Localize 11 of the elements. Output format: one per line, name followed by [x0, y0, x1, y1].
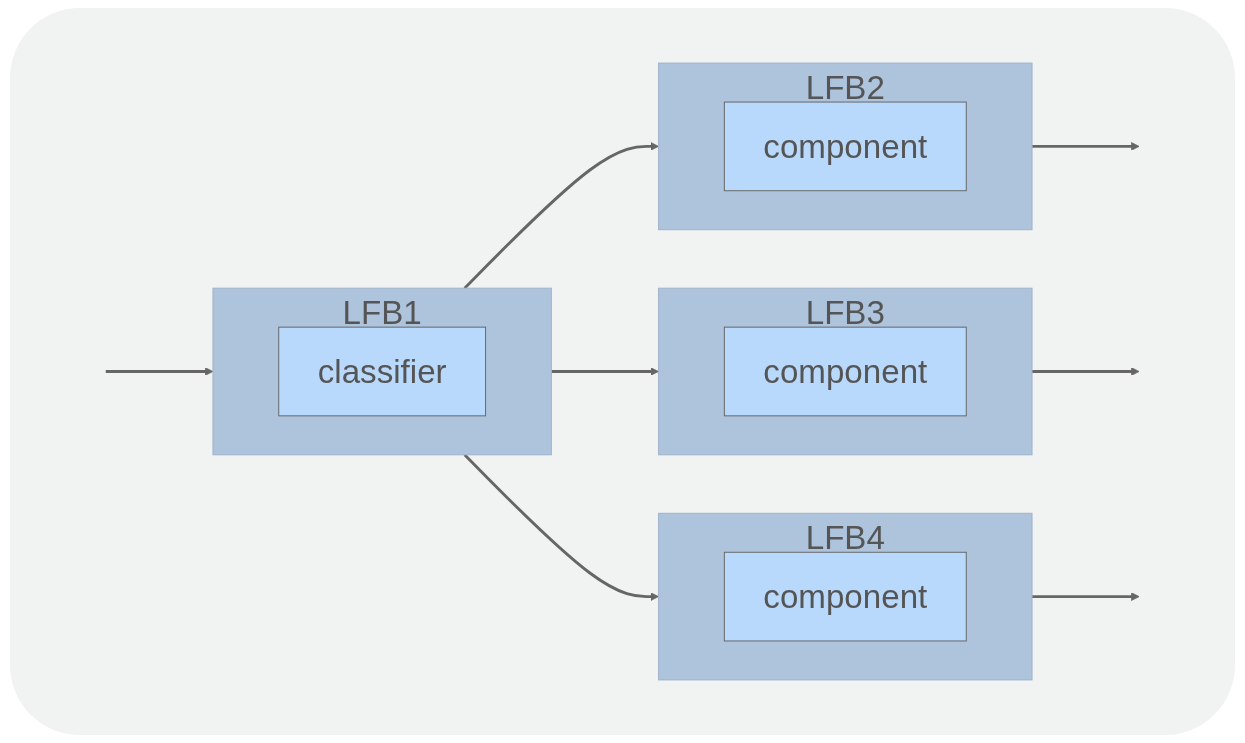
node-box: classifier: [278, 326, 487, 417]
arrow: [105, 367, 214, 376]
arrow: [1032, 367, 1140, 376]
arrow: [463, 142, 659, 290]
arrow: [551, 367, 659, 376]
node-box: component: [723, 551, 967, 642]
node-box: component: [723, 101, 967, 192]
arrow: [463, 453, 659, 601]
arrow: [1032, 142, 1140, 151]
node-box: component: [723, 326, 967, 417]
arrow: [1032, 592, 1140, 601]
